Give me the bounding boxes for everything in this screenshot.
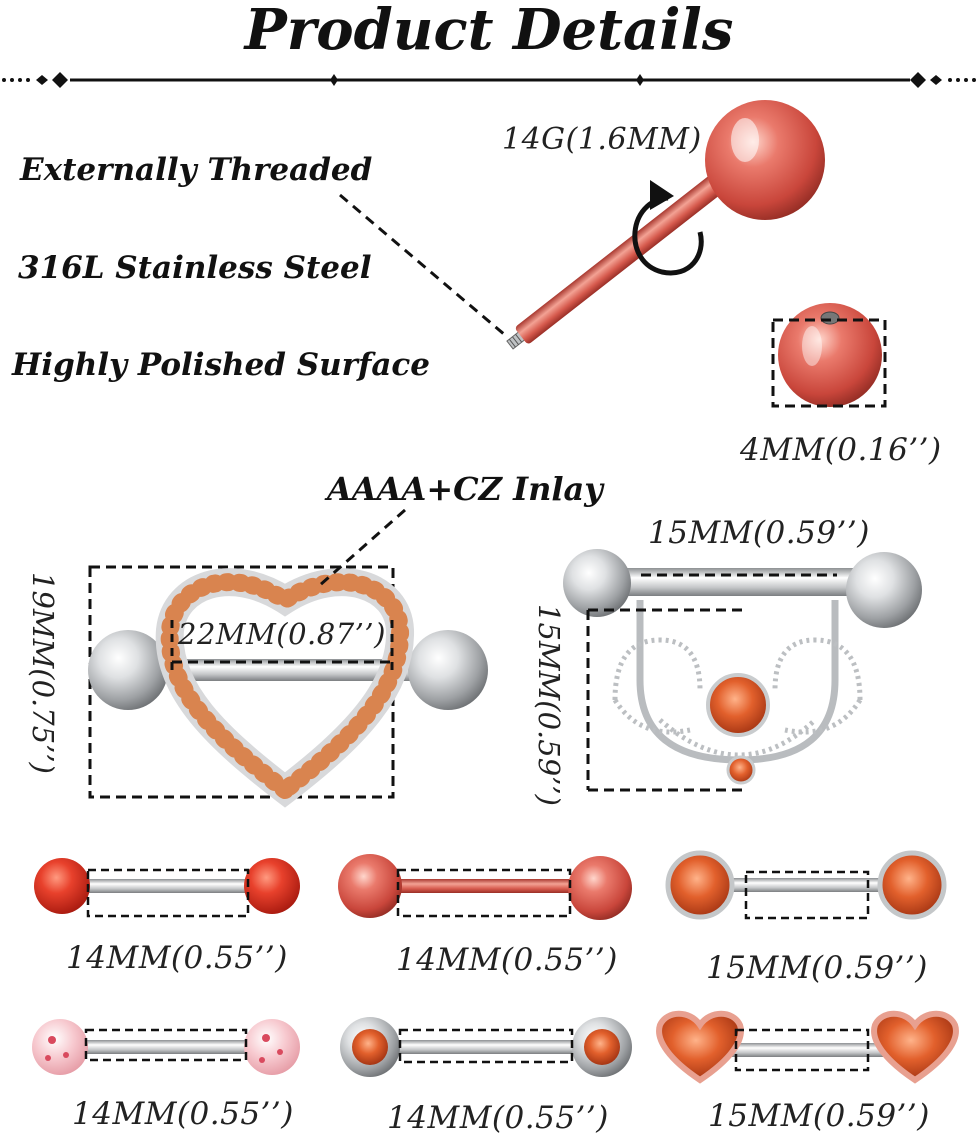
- gauge-label: 14G(1.6MM): [502, 122, 702, 157]
- rotation-arrow-icon: [632, 180, 704, 276]
- heart-height-label: 19MM(0.75’’): [26, 572, 60, 774]
- thread-leader-line: [339, 193, 506, 337]
- barbell-1-length: 14MM(0.55’’): [66, 940, 288, 976]
- barbell-prong-gem: [665, 850, 947, 920]
- feature-stainless-steel: 316L Stainless Steel: [18, 250, 372, 286]
- feature-polished-surface: Highly Polished Surface: [12, 347, 431, 383]
- barbell-pink-splatter: [32, 1019, 300, 1075]
- lace-height-label: 15MM(0.59’’): [532, 604, 566, 806]
- barbell-4-length: 14MM(0.55’’): [72, 1096, 294, 1132]
- ball-size-label: 4MM(0.16’’): [740, 432, 942, 468]
- inlay-leader-line: [319, 508, 406, 587]
- feature-externally-threaded: Externally Threaded: [20, 152, 373, 188]
- barbell-2-length: 14MM(0.55’’): [396, 942, 618, 978]
- barbell-6-length: 15MM(0.59’’): [708, 1098, 930, 1134]
- heart-width-label: 22MM(0.87’’): [178, 617, 386, 651]
- loose-ball: [771, 303, 887, 408]
- inlay-label: AAAA+CZ Inlay: [327, 470, 603, 508]
- barbell-bezel-gem: [340, 1017, 632, 1077]
- page-title: Product Details: [244, 0, 734, 63]
- lace-shield: [563, 549, 922, 792]
- barbell-3-length: 15MM(0.59’’): [706, 950, 928, 986]
- barbell-red-acrylic: [34, 858, 300, 918]
- barbell-5-length: 14MM(0.55’’): [387, 1100, 609, 1136]
- barbell-heart-gem: [656, 1010, 959, 1084]
- heart-shield: [88, 565, 488, 808]
- barbell-rose-gold: [338, 854, 632, 920]
- title-divider: [2, 72, 976, 88]
- lace-width-label: 15MM(0.59’’): [648, 515, 870, 551]
